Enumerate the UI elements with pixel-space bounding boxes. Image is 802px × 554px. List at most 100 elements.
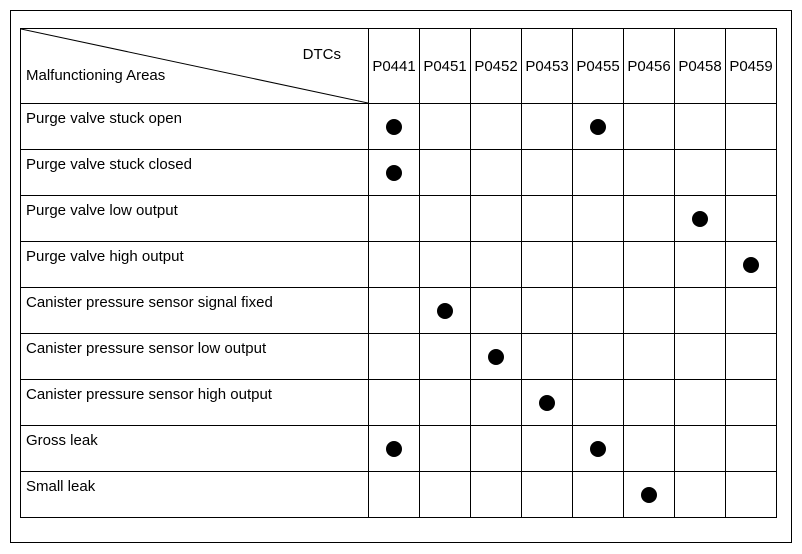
applicable-dtc-dot [743, 257, 759, 274]
dtc-cell-p0459 [725, 471, 777, 518]
dtc-cell-p0452 [470, 149, 522, 196]
dtc-cell-p0452 [470, 425, 522, 472]
applicable-dtc-dot [590, 441, 606, 458]
dtc-cell-p0458 [674, 379, 726, 426]
table-row: Purge valve stuck open [20, 103, 777, 150]
applicable-dtc-dot [437, 303, 453, 320]
dtc-cell-p0452 [470, 195, 522, 242]
dtc-cell-p0456 [623, 471, 675, 518]
dtc-cell-p0456 [623, 425, 675, 472]
dtc-cell-p0451 [419, 333, 471, 380]
malfunction-area-label: Canister pressure sensor high output [20, 379, 369, 426]
dtc-cell-p0451 [419, 195, 471, 242]
table-row: Purge valve low output [20, 195, 777, 242]
dtc-cell-p0458 [674, 195, 726, 242]
dtc-cell-p0453 [521, 287, 573, 334]
dtc-cell-p0458 [674, 425, 726, 472]
dtc-cell-p0458 [674, 241, 726, 288]
column-header-p0441: P0441 [368, 28, 420, 104]
column-header-p0452: P0452 [470, 28, 522, 104]
dtc-cell-p0459 [725, 241, 777, 288]
dtc-cell-p0453 [521, 379, 573, 426]
dtc-cell-p0453 [521, 241, 573, 288]
dtc-cell-p0453 [521, 425, 573, 472]
dtc-cell-p0453 [521, 149, 573, 196]
table-row: Small leak [20, 471, 777, 518]
dtc-cell-p0456 [623, 149, 675, 196]
dtc-cell-p0458 [674, 149, 726, 196]
table-row: Purge valve stuck closed [20, 149, 777, 196]
dtc-cell-p0456 [623, 103, 675, 150]
table-row: Canister pressure sensor signal fixed [20, 287, 777, 334]
dtc-cell-p0441 [368, 195, 420, 242]
column-header-p0458: P0458 [674, 28, 726, 104]
malfunction-area-label: Canister pressure sensor low output [20, 333, 369, 380]
dtc-cell-p0451 [419, 103, 471, 150]
dtc-cell-p0459 [725, 103, 777, 150]
malfunction-area-label: Purge valve low output [20, 195, 369, 242]
dtc-cell-p0455 [572, 471, 624, 518]
malfunction-area-label: Canister pressure sensor signal fixed [20, 287, 369, 334]
dtc-cell-p0459 [725, 379, 777, 426]
corner-dtcs-label: DTCs [302, 46, 341, 63]
dtc-cell-p0451 [419, 287, 471, 334]
dtc-cell-p0452 [470, 333, 522, 380]
column-header-p0455: P0455 [572, 28, 624, 104]
dtc-cell-p0456 [623, 287, 675, 334]
malfunction-area-label: Small leak [20, 471, 369, 518]
dtc-cell-p0455 [572, 287, 624, 334]
dtc-cell-p0458 [674, 287, 726, 334]
dtc-cell-p0441 [368, 379, 420, 426]
dtc-cell-p0451 [419, 379, 471, 426]
column-header-p0451: P0451 [419, 28, 471, 104]
dtc-cell-p0441 [368, 471, 420, 518]
dtc-cell-p0455 [572, 103, 624, 150]
dtc-cell-p0456 [623, 333, 675, 380]
dtc-cell-p0458 [674, 471, 726, 518]
dtc-cell-p0452 [470, 241, 522, 288]
dtc-cell-p0453 [521, 103, 573, 150]
malfunction-area-label: Purge valve high output [20, 241, 369, 288]
dtc-cell-p0453 [521, 195, 573, 242]
dtc-cell-p0452 [470, 379, 522, 426]
dtc-cell-p0441 [368, 103, 420, 150]
applicable-dtc-dot [590, 119, 606, 136]
applicable-dtc-dot [539, 395, 555, 412]
dtc-cell-p0441 [368, 287, 420, 334]
dtc-cell-p0459 [725, 149, 777, 196]
applicable-dtc-dot [641, 487, 657, 504]
corner-areas-label: Malfunctioning Areas [26, 67, 166, 84]
dtc-cell-p0456 [623, 195, 675, 242]
dtc-cell-p0455 [572, 195, 624, 242]
dtc-cell-p0459 [725, 425, 777, 472]
diagonal-divider-line [21, 29, 368, 103]
dtc-cell-p0458 [674, 333, 726, 380]
dtc-cell-p0455 [572, 149, 624, 196]
dtc-cell-p0451 [419, 425, 471, 472]
dtc-cell-p0441 [368, 425, 420, 472]
malfunction-area-label: Purge valve stuck closed [20, 149, 369, 196]
dtc-cell-p0451 [419, 241, 471, 288]
applicable-dtc-dot [488, 349, 504, 366]
dtc-cell-p0452 [470, 287, 522, 334]
table-row: Purge valve high output [20, 241, 777, 288]
column-header-p0459: P0459 [725, 28, 777, 104]
applicable-dtc-dot [386, 119, 402, 136]
dtc-cell-p0453 [521, 333, 573, 380]
dtc-cell-p0452 [470, 103, 522, 150]
dtc-cell-p0455 [572, 425, 624, 472]
dtc-cell-p0451 [419, 149, 471, 196]
malfunction-area-label: Purge valve stuck open [20, 103, 369, 150]
table-row: Canister pressure sensor low output [20, 333, 777, 380]
dtc-cell-p0459 [725, 287, 777, 334]
dtc-cell-p0453 [521, 471, 573, 518]
dtc-cell-p0459 [725, 195, 777, 242]
dtc-cell-p0441 [368, 333, 420, 380]
dtc-cell-p0456 [623, 379, 675, 426]
dtc-cell-p0452 [470, 471, 522, 518]
